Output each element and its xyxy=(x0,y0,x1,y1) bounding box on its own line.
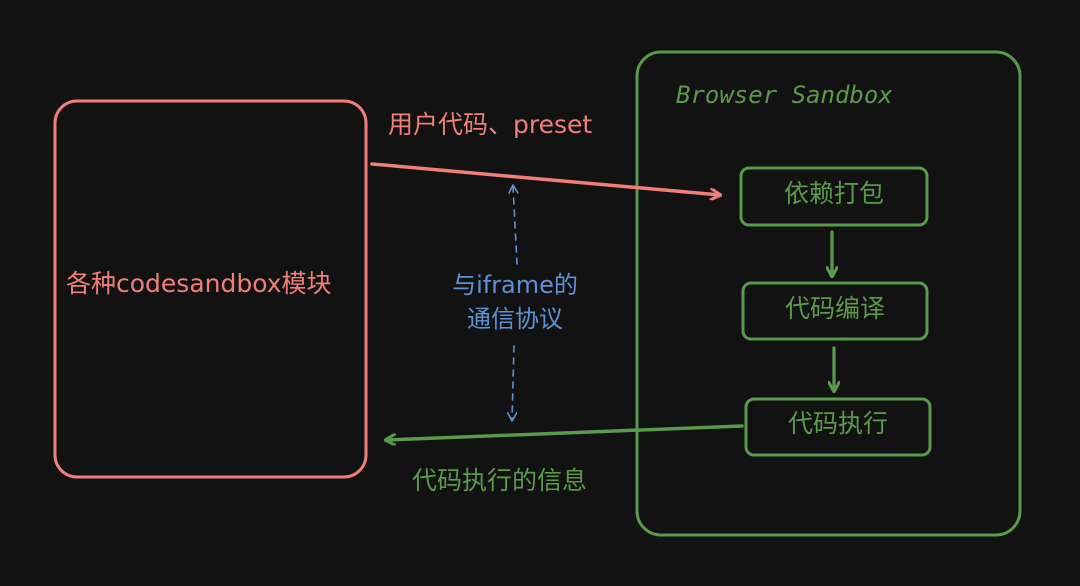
response-arrow xyxy=(386,424,744,440)
step-label-bundle: 依赖打包 xyxy=(783,179,884,208)
request-arrow-label: 用户代码、preset xyxy=(388,110,593,139)
sandbox-title: Browser Sandbox xyxy=(676,81,893,109)
protocol-label-line2: 通信协议 xyxy=(467,305,563,333)
protocol-arrow-down xyxy=(512,345,514,420)
step-label-execute: 代码执行 xyxy=(787,409,888,438)
step-label-compile: 代码编译 xyxy=(784,294,885,323)
client-box xyxy=(53,99,368,479)
step-box-compile xyxy=(741,281,929,341)
protocol-label-line1: 与iframe的 xyxy=(452,271,578,299)
request-arrow xyxy=(370,162,720,195)
step-box-execute xyxy=(744,397,932,457)
step-box-bundle xyxy=(739,166,929,227)
protocol-arrow-up xyxy=(513,186,517,265)
client-box-label: 各种codesandbox模块 xyxy=(66,269,332,298)
sandbox-container xyxy=(635,50,1022,537)
response-arrow-label: 代码执行的信息 xyxy=(412,466,588,495)
